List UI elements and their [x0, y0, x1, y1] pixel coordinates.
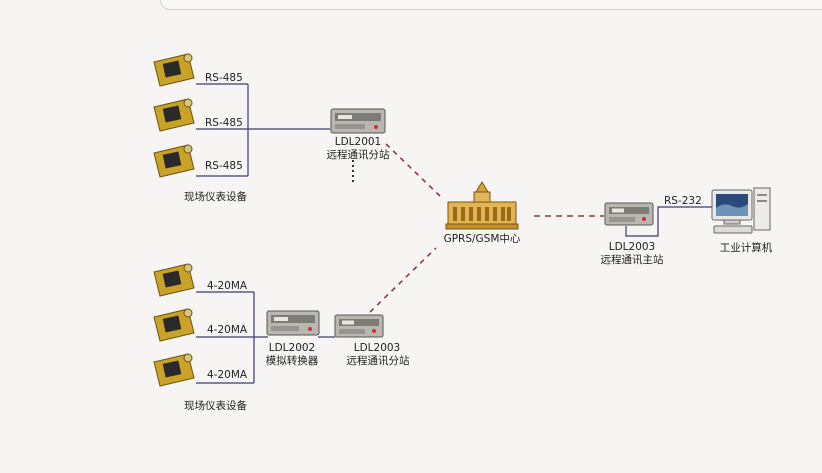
field-devices-label-bottom: 现场仪表设备	[184, 400, 247, 412]
ma-label-3: 4-20MA	[207, 369, 248, 381]
converter-name: 模拟转换器	[265, 355, 319, 367]
ma-label-1: 4-20MA	[207, 280, 248, 292]
link-bottom-to-center	[369, 247, 437, 313]
substation-bottom-device-icon	[334, 312, 384, 344]
rs232-line	[625, 206, 712, 237]
field-device-icon	[150, 143, 198, 183]
substation-top-name: 远程通讯分站	[326, 149, 390, 161]
substation-top-device-icon	[330, 106, 386, 140]
converter-device-icon	[266, 308, 320, 342]
converter-model: LDL2002	[268, 342, 316, 354]
main-station-model: LDL2003	[608, 241, 656, 253]
field-device-icon	[150, 97, 198, 137]
rs485-label-1: RS-485	[205, 72, 243, 84]
field-device-icon	[150, 307, 198, 347]
rs232-label: RS-232	[664, 195, 702, 207]
rs485-label-2: RS-485	[205, 117, 243, 129]
link-top-to-center	[385, 143, 441, 197]
ma-label-2: 4-20MA	[207, 324, 248, 336]
substation-top-model: LDL2001	[334, 136, 382, 148]
top-frame-border	[160, 0, 822, 10]
gprs-center-building-icon	[444, 180, 520, 234]
main-station-name: 远程通讯主站	[600, 254, 664, 266]
field-device-icon	[150, 52, 198, 92]
field-device-icon	[150, 262, 198, 302]
industrial-computer-icon	[710, 186, 772, 242]
substation-bottom-name: 远程通讯分站	[346, 355, 410, 367]
main-station-device-icon	[604, 200, 654, 232]
field-device-icon	[150, 352, 198, 392]
field-devices-label-top: 现场仪表设备	[184, 191, 247, 203]
rs485-label-3: RS-485	[205, 160, 243, 172]
computer-label: 工业计算机	[719, 242, 773, 254]
gprs-center-label: GPRS/GSM中心	[443, 233, 521, 245]
substation-bottom-model: LDL2003	[353, 342, 401, 354]
